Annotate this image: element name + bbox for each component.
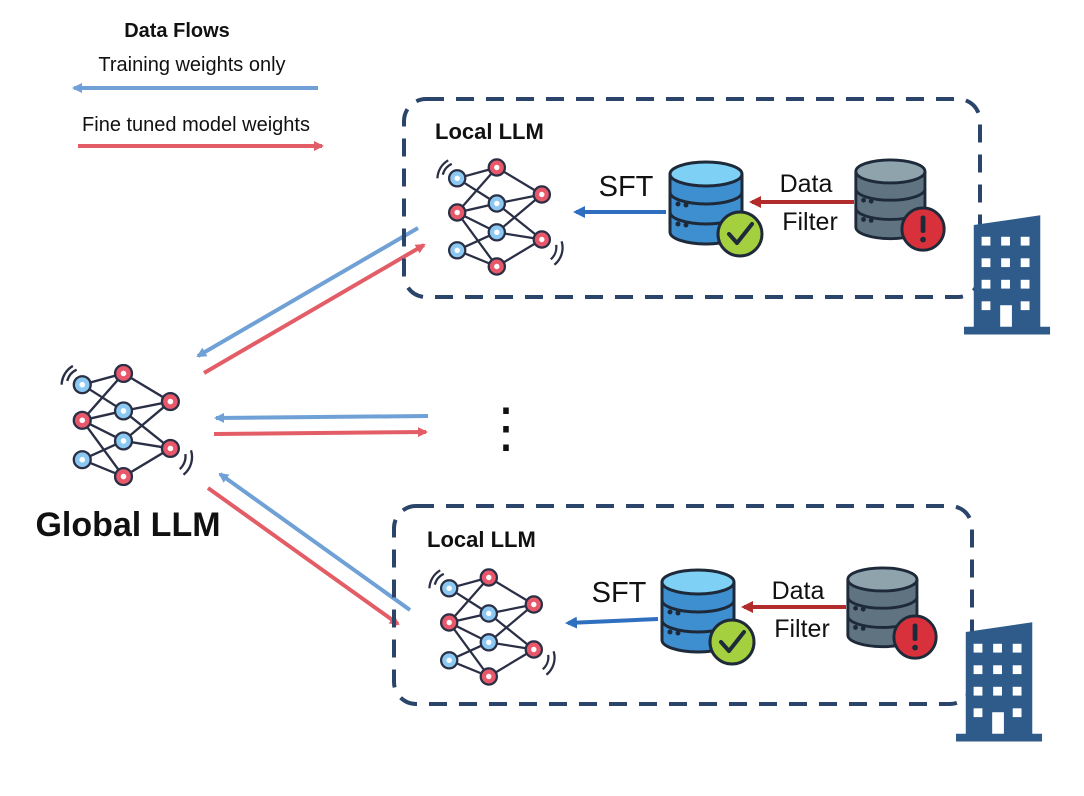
legend-finetuned-label: Fine tuned model weights xyxy=(82,114,310,136)
local-1-data-label: Data xyxy=(780,170,833,198)
local-2-sft-arrow xyxy=(565,616,659,629)
local-1-clean-database-icon xyxy=(668,160,764,258)
local-box-1 xyxy=(402,97,982,299)
local-2-sft-label: SFT xyxy=(592,577,647,609)
global-llm: Global LLM xyxy=(35,364,221,544)
local-1-neural-network-icon xyxy=(436,158,564,276)
legend-training-label: Training weights only xyxy=(98,54,285,76)
local-2-filter-label: Filter xyxy=(774,615,830,643)
flow-finetuned-local-2 xyxy=(206,486,400,626)
legend-title: Data Flows xyxy=(124,20,230,42)
local-2-data-label: Data xyxy=(772,577,825,605)
local-box-2 xyxy=(392,504,974,706)
local-llm-1-title: Local LLM xyxy=(435,119,544,144)
local-llm-2-title: Local LLM xyxy=(427,527,536,552)
local-2-clean-database-icon xyxy=(660,568,756,666)
flow-training-middle xyxy=(214,412,429,423)
legend: Data Flows Training weights only Fine tu… xyxy=(72,20,324,151)
ellipsis: ⋮ xyxy=(479,398,533,458)
local-2-neural-network-icon xyxy=(428,568,556,686)
local-1-filter-label: Filter xyxy=(782,208,838,236)
flow-finetuned-local-1 xyxy=(202,243,426,375)
flow-finetuned-middle xyxy=(213,427,428,438)
local-llm-2: Local LLM SFT Data Filter xyxy=(392,504,974,706)
local-2-building-icon xyxy=(956,622,1043,742)
local-llm-1: Local LLM SFT Data Filter xyxy=(402,97,982,299)
global-llm-label: Global LLM xyxy=(35,506,220,544)
flow-training-local-2 xyxy=(218,472,412,612)
local-2-raw-database-icon xyxy=(846,566,938,660)
local-1-raw-database-icon xyxy=(854,158,946,252)
local-1-building-icon xyxy=(964,215,1051,335)
global-neural-network-icon xyxy=(60,364,194,486)
flow-arrows xyxy=(196,226,429,626)
flow-training-local-1 xyxy=(196,226,420,358)
local-1-sft-label: SFT xyxy=(599,171,654,203)
